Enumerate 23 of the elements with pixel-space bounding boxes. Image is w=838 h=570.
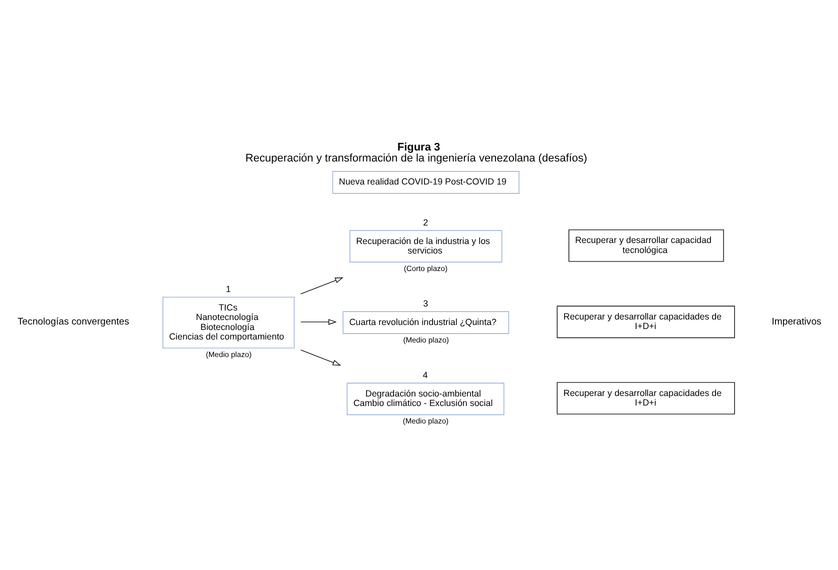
node-box: Recuperar y desarrollar capacidades de I+D+i xyxy=(556,382,735,414)
arrow xyxy=(300,318,337,324)
label: Tecnologías convergentes xyxy=(18,316,130,327)
node-label: 3 xyxy=(423,298,428,308)
node-label: 4 xyxy=(422,369,428,380)
node-label: 1 xyxy=(226,283,231,294)
node-box: Cuarta revolución industrial ¿Quinta? xyxy=(342,310,510,334)
node-box: TICs Nanotecnología Biotecnología Ciencias del comportamiento xyxy=(162,296,295,348)
node-box: Degradación socio-ambiental Cambio climático - Exclusión social xyxy=(346,382,504,415)
node-box: Recuperación de la industria y los servicios xyxy=(350,230,502,262)
node-box: Recuperar y desarrollar capacidades de I+D+i xyxy=(556,305,735,338)
diagram-title: Figura 3 xyxy=(397,141,440,154)
arrow xyxy=(300,349,342,366)
node-label: 2 xyxy=(423,216,428,227)
caption: Recuperación y transformación de la ingeniería venezolana (desafíos) xyxy=(245,152,588,164)
arrow xyxy=(300,276,344,294)
node-label: (Medio plazo) xyxy=(206,349,252,358)
label: Imperativos xyxy=(772,316,822,327)
node-label: (Corto plazo) xyxy=(404,263,448,272)
node-label: (Medio plazo) xyxy=(402,416,449,426)
node-box: Recuperar y desarrollar capacidad tecnológica xyxy=(568,228,724,262)
node-label: (Medio plazo) xyxy=(403,334,449,344)
node-box: Nueva realidad COVID-19 Post-COVID 19 xyxy=(332,170,520,194)
